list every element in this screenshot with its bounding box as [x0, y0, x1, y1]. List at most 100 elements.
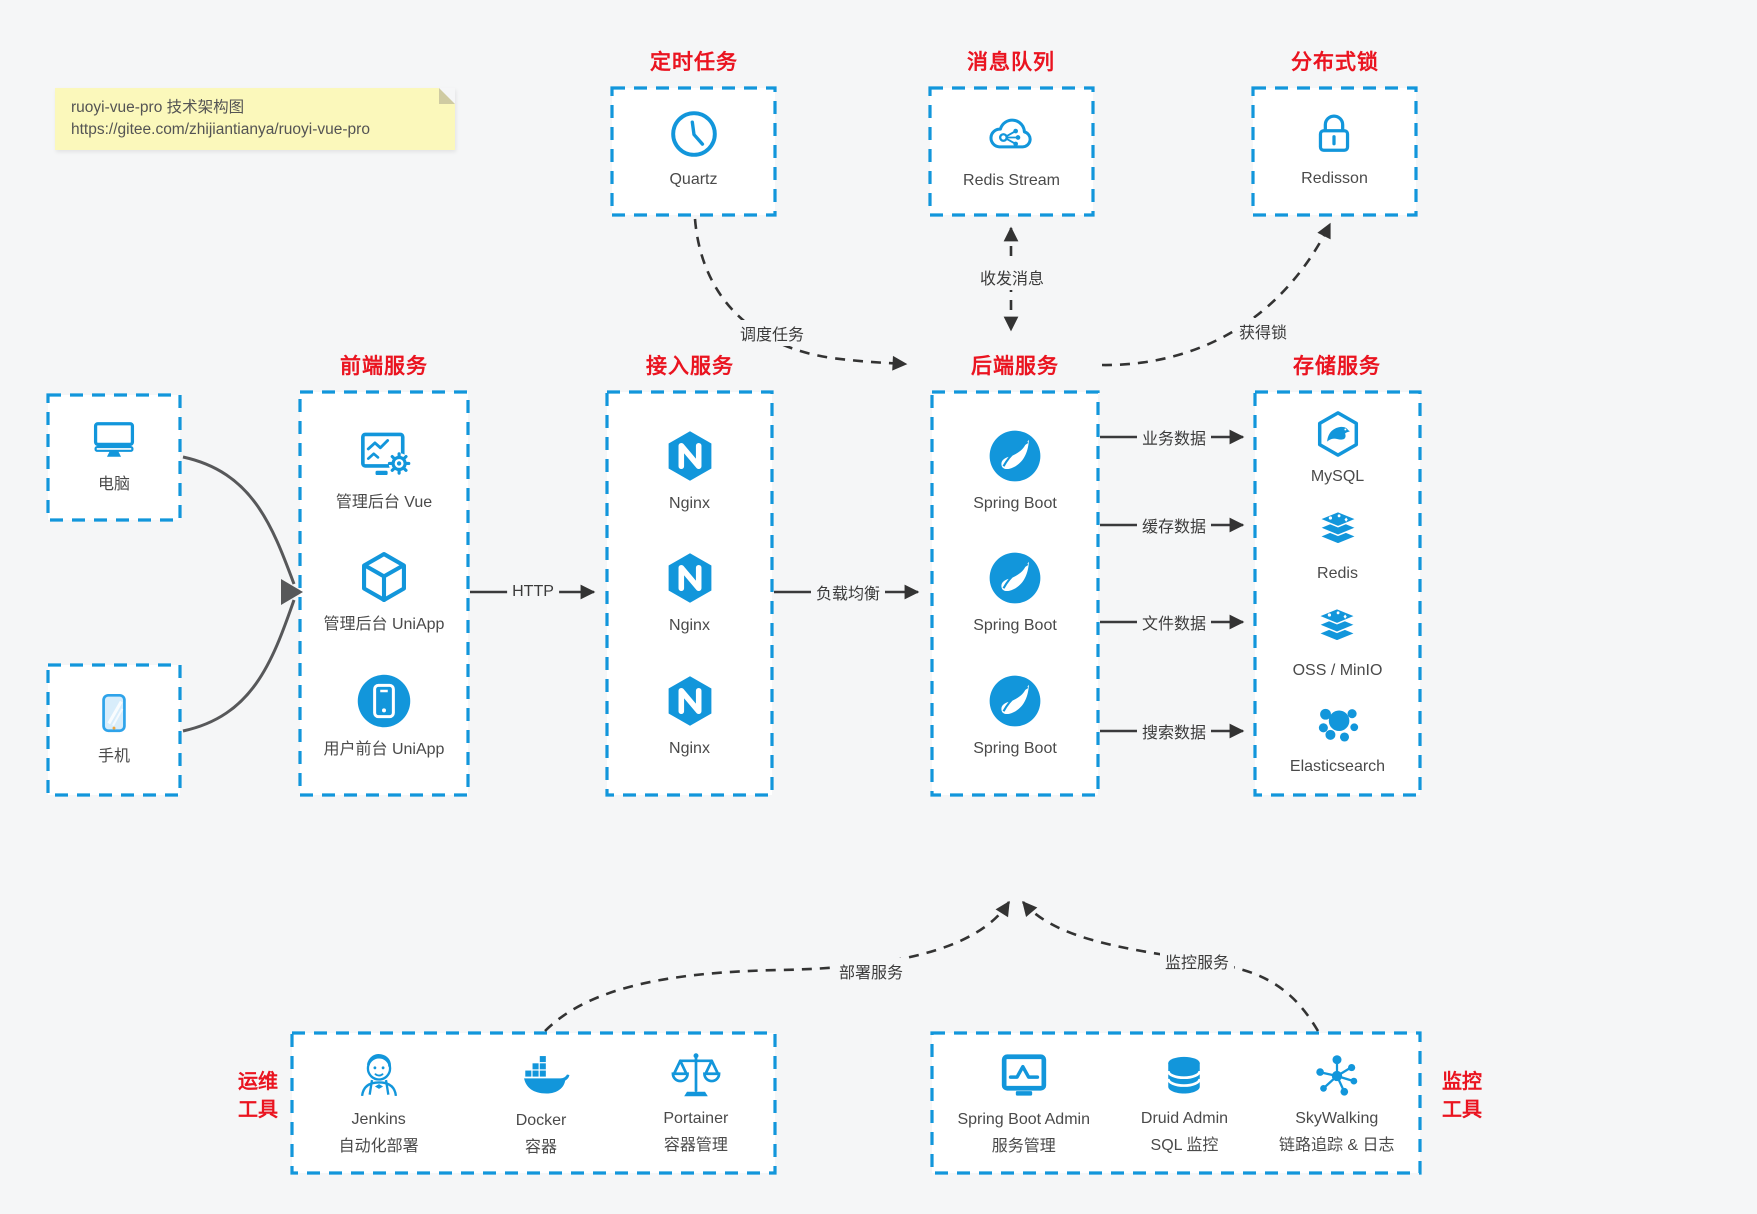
- monitor-chart-icon: [1001, 1054, 1046, 1096]
- node-label: Nginx: [669, 494, 710, 512]
- node-label: Nginx: [669, 617, 710, 635]
- node-springboot-2: Spring Boot: [973, 549, 1057, 637]
- docker-whale-icon: [518, 1055, 570, 1094]
- clock-icon: [670, 111, 717, 158]
- devops-box: Jenkins 自动化部署 Docker 容器: [292, 1033, 775, 1173]
- node-label: Redisson: [1301, 170, 1368, 188]
- edge-label-deploy-service: 部署服务: [833, 958, 909, 984]
- cluster-icon: [1318, 709, 1358, 742]
- mobile-client-box: 手机: [48, 665, 180, 795]
- node-redis-stream: Redis Stream: [963, 106, 1060, 192]
- edge-label-file-data: 文件数据: [1136, 609, 1212, 635]
- node-label: Quartz: [669, 171, 718, 189]
- node-mysql: MySQL: [1311, 408, 1364, 488]
- node-label: Spring Boot: [973, 740, 1057, 758]
- group-title-scheduler: 定时任务: [650, 51, 738, 74]
- node-redis: Redis: [1312, 505, 1364, 585]
- node-label: Jenkins: [351, 1110, 406, 1128]
- node-label: MySQL: [1310, 468, 1365, 486]
- node-oss-minio: OSS / MinIO: [1293, 602, 1382, 682]
- nginx-icon: [668, 430, 711, 481]
- edge-label-message: 收发消息: [974, 264, 1050, 290]
- mq-box-border: [928, 86, 1095, 217]
- node-sublabel: 容器管理: [663, 1137, 728, 1154]
- scales-icon: [671, 1053, 721, 1097]
- node-label: 管理后台 Vue: [335, 494, 433, 512]
- group-title-monitoring: 监控 工具: [1434, 1068, 1490, 1124]
- group-title-storage: 存储服务: [1293, 355, 1381, 378]
- edge-label-search-data: 搜索数据: [1136, 718, 1212, 744]
- node-sublabel: SQL 监控: [1150, 1137, 1219, 1154]
- mobile-to-frontend-arrow: [182, 599, 296, 733]
- node-label: 电脑: [97, 476, 130, 494]
- node-label: Redis Stream: [963, 172, 1060, 190]
- admin-screen-gear-icon: [361, 432, 411, 476]
- node-sublabel: 容器: [525, 1139, 558, 1156]
- node-label: Redis: [1317, 565, 1358, 583]
- node-label: Docker: [515, 1111, 567, 1129]
- node-sublabel: 链路追踪 & 日志: [1278, 1137, 1395, 1154]
- node-label: Portainer: [663, 1109, 729, 1127]
- frontend-box: 管理后台 Vue 管理后台 UniApp 用户前台 UniApp: [300, 392, 468, 795]
- group-title-mq: 消息队列: [967, 51, 1055, 74]
- spring-leaf-icon: [989, 553, 1041, 604]
- storage-box: MySQL Redis OSS / Mi: [1255, 392, 1420, 795]
- node-portainer: Portainer 容器管理: [663, 1049, 728, 1157]
- pc-client-box: 电脑: [48, 395, 180, 520]
- node-label: Spring Boot: [973, 494, 1057, 512]
- monitoring-box: Spring Boot Admin 服务管理 Druid Admin SQL 监…: [932, 1033, 1420, 1173]
- node-label: Druid Admin: [1140, 1109, 1229, 1127]
- node-springboot-3: Spring Boot: [973, 672, 1057, 760]
- nginx-icon: [668, 676, 711, 726]
- edge-label-business-data: 业务数据: [1136, 424, 1212, 450]
- converge-arrowhead: [281, 579, 303, 605]
- group-title-devops: 运维 工具: [230, 1068, 286, 1124]
- group-title-gateway: 接入服务: [646, 355, 734, 378]
- cloud-stream-icon: [989, 119, 1033, 149]
- node-redisson: Redisson: [1301, 108, 1368, 190]
- jenkins-butler-icon: [360, 1053, 397, 1096]
- pc-box-border: [46, 393, 182, 522]
- edge-label-http: HTTP: [507, 582, 559, 602]
- node-docker: Docker 容器: [512, 1047, 570, 1159]
- node-mobile: 手机: [89, 688, 139, 768]
- node-skywalking: SkyWalking 链路追踪 & 日志: [1279, 1049, 1395, 1157]
- node-label: Spring Boot: [973, 617, 1057, 635]
- node-elasticsearch: Elasticsearch: [1290, 698, 1385, 778]
- node-springboot-1: Spring Boot: [973, 427, 1057, 515]
- node-admin-uniapp: 管理后台 UniApp: [324, 548, 444, 636]
- node-label: Spring Boot Admin: [957, 1110, 1090, 1128]
- edge-label-cache-data: 缓存数据: [1136, 512, 1212, 538]
- edge-label-load-balance: 负载均衡: [810, 579, 886, 605]
- group-title-lock: 分布式锁: [1291, 51, 1379, 74]
- node-label: Elasticsearch: [1289, 758, 1386, 776]
- node-nginx-3: Nginx: [661, 672, 719, 760]
- monitoring-title-line2: 工具: [1442, 1099, 1482, 1121]
- nginx-icon: [668, 553, 711, 604]
- cube-icon: [362, 552, 406, 603]
- group-title-frontend: 前端服务: [340, 355, 428, 378]
- node-user-uniapp: 用户前台 UniApp: [323, 671, 445, 761]
- node-label: Nginx: [669, 740, 710, 758]
- node-label: 用户前台 UniApp: [323, 740, 445, 758]
- spring-leaf-icon: [989, 675, 1041, 727]
- node-jenkins: Jenkins 自动化部署: [339, 1048, 419, 1158]
- desktop-icon: [93, 422, 135, 458]
- node-label: 手机: [97, 747, 130, 765]
- edge-label-schedule-job: 调度任务: [734, 320, 810, 346]
- note-title: ruoyi-vue-pro 技术架构图: [71, 99, 245, 116]
- layer-stack-icon: [1318, 510, 1357, 545]
- monitoring-title-line1: 监控: [1442, 1071, 1482, 1093]
- pc-to-frontend-arrow: [182, 455, 296, 585]
- gateway-box-border: [605, 390, 774, 797]
- scheduler-box-border: [610, 86, 777, 217]
- devops-title-line2: 工具: [238, 1099, 278, 1121]
- deploy-service-arrow: [544, 900, 1011, 1032]
- edge-label-monitor-service: 监控服务: [1159, 948, 1235, 974]
- node-nginx-1: Nginx: [661, 427, 719, 515]
- lock-icon: [1319, 114, 1350, 153]
- topology-icon: [1316, 1055, 1357, 1096]
- layer-stack-icon: [1318, 607, 1357, 642]
